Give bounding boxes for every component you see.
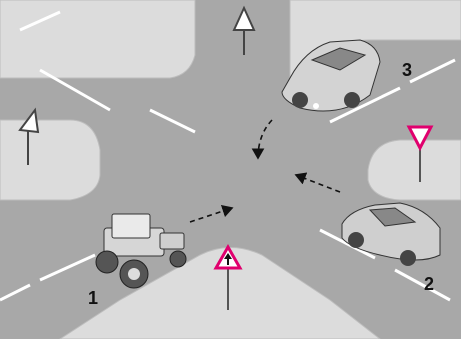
vehicle-label-1: 1 <box>88 288 99 308</box>
suv <box>281 39 381 112</box>
path-tractor <box>189 204 234 223</box>
road-arrow-left <box>18 107 40 165</box>
priority-sign-bottom <box>213 243 243 310</box>
vehicle-label-2: 2 <box>424 274 435 294</box>
lane-markings <box>0 10 456 302</box>
path-car <box>294 172 341 193</box>
tractor <box>95 213 187 289</box>
sedan <box>341 202 441 266</box>
yield-sign-right <box>406 125 434 182</box>
island-right <box>367 139 461 201</box>
sidewalk-bottom <box>59 247 381 339</box>
path-suv <box>251 119 273 160</box>
road-arrow-top <box>232 5 256 55</box>
island-left <box>0 119 101 201</box>
sidewalk-top-left <box>0 0 196 79</box>
vehicle-label-3: 3 <box>402 60 413 80</box>
